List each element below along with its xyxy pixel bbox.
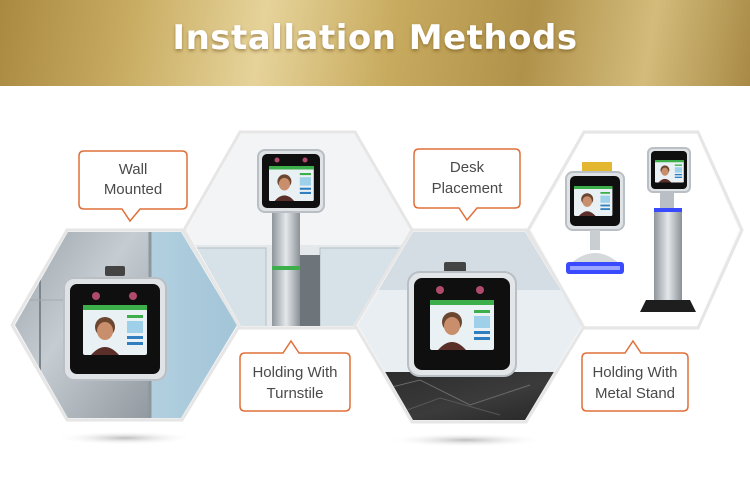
face-terminal-metal-stand [640,147,696,312]
metal-stand-hexagon [526,130,744,330]
desk-placement-hexagon [353,228,587,424]
face-terminal-desk-base [565,162,625,274]
callout-line-1: Desk [450,159,485,176]
face-terminal-wall [63,266,167,381]
callout-line-2: Mounted [104,181,162,198]
callout-line-2: Placement [432,180,504,197]
face-terminal-turnstile [257,149,325,213]
callout-turnstile: Holding With Turnstile [239,339,351,412]
banner: Installation Methods [0,0,750,86]
callout-desk-placement: Desk Placement [413,148,521,222]
callout-line-2: Turnstile [267,385,324,402]
callout-line-2: Metal Stand [595,385,675,402]
face-terminal-desk [407,262,517,377]
shadow [55,431,195,445]
shadow [386,433,546,447]
callout-wall-mounted: Wall Mounted [78,150,188,223]
callout-line-1: Holding With [592,364,677,381]
turnstile-hexagon [182,130,414,330]
callout-line-1: Wall [119,161,148,178]
page-title: Installation Methods [172,18,578,58]
callout-metal-stand: Holding With Metal Stand [581,339,689,412]
callout-line-1: Holding With [252,364,337,381]
